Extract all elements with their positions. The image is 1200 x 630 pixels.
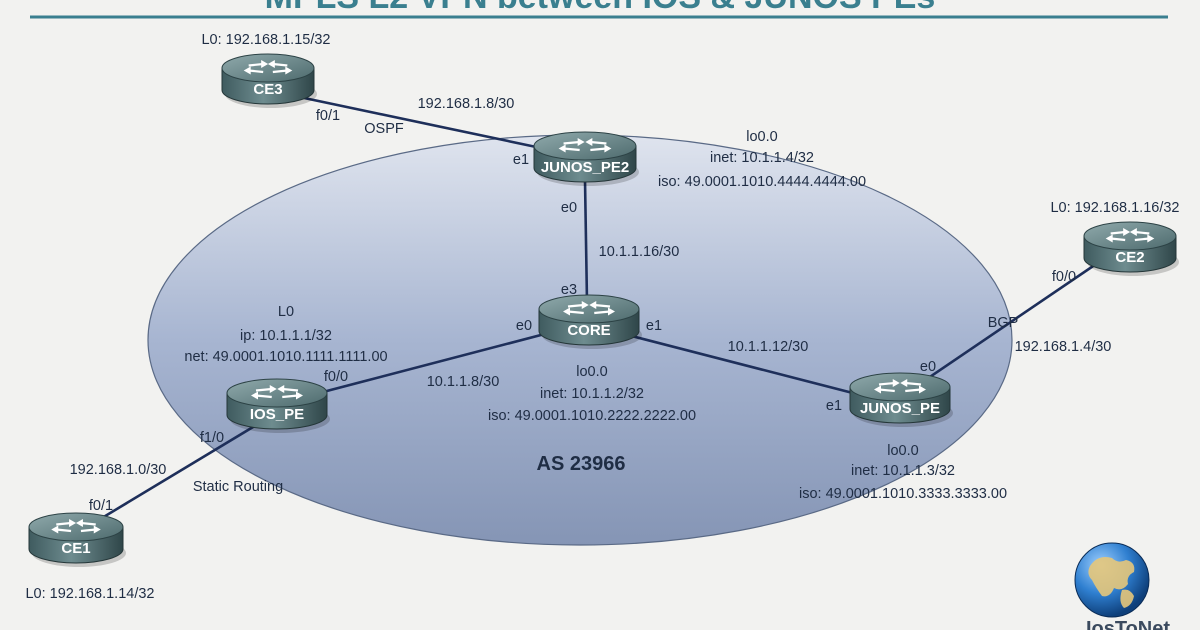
if-pe-e0: e0 [920,359,936,375]
junos-pe2-lo-name: lo0.0 [746,129,777,145]
router-ce2[interactable]: CE2 [1083,221,1179,276]
ce1-iospe-protocol: Static Routing [193,479,283,495]
router-junos-pe[interactable]: JUNOS_PE [849,372,953,427]
if-iospe-f00: f0/0 [324,369,348,385]
ce1-iospe-subnet: 192.168.1.0/30 [70,462,167,478]
router-arrows-icon [558,138,612,153]
ce2-pe-subnet: 192.168.1.4/30 [1015,339,1112,355]
junos-pe-lo-iso: iso: 49.0001.1010.3333.3333.00 [799,486,1007,502]
router-ios-pe[interactable]: IOS_PE [226,378,330,433]
iospe-core-subnet: 10.1.1.8/30 [427,374,500,390]
router-ce3[interactable]: CE3 [221,53,317,108]
core-lo-name: lo0.0 [576,364,607,380]
if-ce2-f00: f0/0 [1052,269,1076,285]
router-arrows-icon [1105,228,1155,243]
router-name-ce3: CE3 [253,81,282,98]
link-ce2-junos-pe [917,256,1106,387]
logo-text: IosToNet [1086,618,1170,630]
router-name-core: CORE [567,322,610,339]
ios-pe-lo-ip: ip: 10.1.1.1/32 [240,328,332,344]
link-core-junos-pe [619,331,881,402]
ios-pe-lo-name: L0 [278,304,294,320]
junos-pe-lo-inet: inet: 10.1.1.3/32 [851,463,955,479]
if-pe2-e1: e1 [513,152,529,168]
router-name-ce2: CE2 [1115,249,1144,266]
if-core-e0: e0 [516,318,532,334]
router-arrows-icon [874,379,926,394]
if-ce3-f01: f0/1 [316,108,340,124]
if-core-e1: e1 [646,318,662,334]
ce3-loopback: L0: 192.168.1.15/32 [201,32,330,48]
link-ios-pe-core [299,328,561,400]
router-arrows-icon [51,519,101,534]
router-arrows-icon [243,60,293,75]
link-ce3-junos-pe2 [289,93,561,154]
diagram-title: MPLS L2 VPN between IOS & JUNOS PEs [265,0,936,16]
if-pe-e1: e1 [826,398,842,414]
ce1-loopback: L0: 192.168.1.14/32 [25,586,154,602]
if-ce1-f01: f0/1 [89,498,113,514]
router-name-ce1: CE1 [61,540,90,557]
router-arrows-icon [251,385,303,400]
router-name-junos-pe: JUNOS_PE [860,400,940,417]
pe2-core-subnet: 10.1.1.16/30 [599,244,680,260]
router-name-ios-pe: IOS_PE [250,406,304,423]
router-core[interactable]: CORE [538,294,642,349]
globe-logo: IosToNet [1074,542,1170,630]
junos-pe2-lo-iso: iso: 49.0001.1010.4444.4444.00 [658,174,866,190]
ce2-pe-protocol: BGP [988,315,1019,331]
link-junos-pe2-core [583,179,589,303]
ce3-pe2-subnet: 192.168.1.8/30 [418,96,515,112]
junos-pe-lo-name: lo0.0 [887,443,918,459]
ios-pe-lo-net: net: 49.0001.1010.1111.1111.00 [184,349,387,365]
if-pe2-e0: e0 [561,200,577,216]
core-lo-iso: iso: 49.0001.1010.2222.2222.00 [488,408,696,424]
if-core-e3: e3 [561,282,577,298]
ce2-loopback: L0: 192.168.1.16/32 [1050,200,1179,216]
router-junos-pe2[interactable]: JUNOS_PE2 [533,131,639,186]
links [81,93,1106,532]
ce3-pe2-protocol: OSPF [364,121,404,137]
core-lo-inet: inet: 10.1.1.2/32 [540,386,644,402]
router-name-junos-pe2: JUNOS_PE2 [541,159,629,176]
as-number-label: AS 23966 [537,453,626,475]
if-iospe-f10: f1/0 [200,430,224,446]
junos-pe2-lo-inet: inet: 10.1.1.4/32 [710,150,814,166]
router-arrows-icon [563,301,615,316]
router-ce1[interactable]: CE1 [28,512,126,567]
core-pe-subnet: 10.1.1.12/30 [728,339,809,355]
link-ce1-ios-pe [81,416,269,532]
